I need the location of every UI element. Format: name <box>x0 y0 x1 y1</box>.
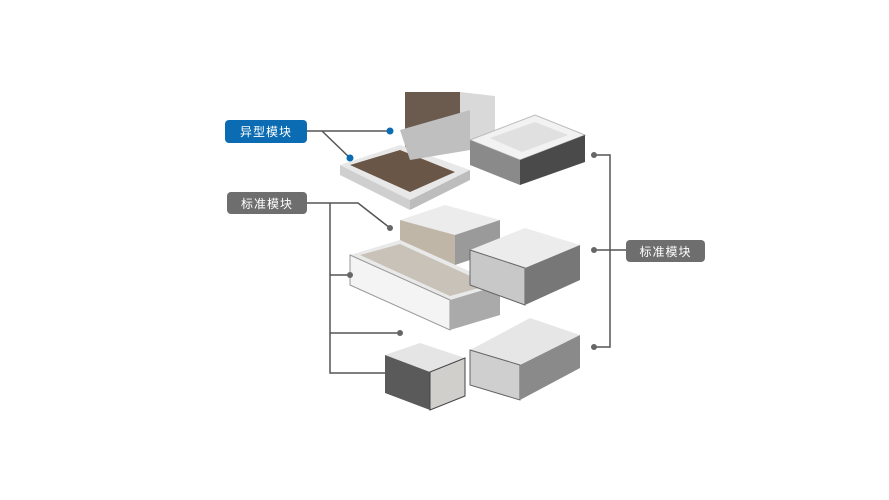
module-standard-left <box>349 240 500 331</box>
special-module-label: 异型模块 <box>225 120 307 143</box>
standard-module-label-left: 标准模块 <box>227 192 307 214</box>
module-bottom-right <box>469 318 580 401</box>
module-bottom-left <box>385 343 466 411</box>
standard-module-label-right: 标准模块 <box>626 240 705 262</box>
module-top-right <box>468 114 587 185</box>
module-roof-special <box>340 92 495 210</box>
module-standard-right <box>469 228 580 306</box>
leader-dots <box>346 127 597 350</box>
leader-lines <box>307 130 626 374</box>
